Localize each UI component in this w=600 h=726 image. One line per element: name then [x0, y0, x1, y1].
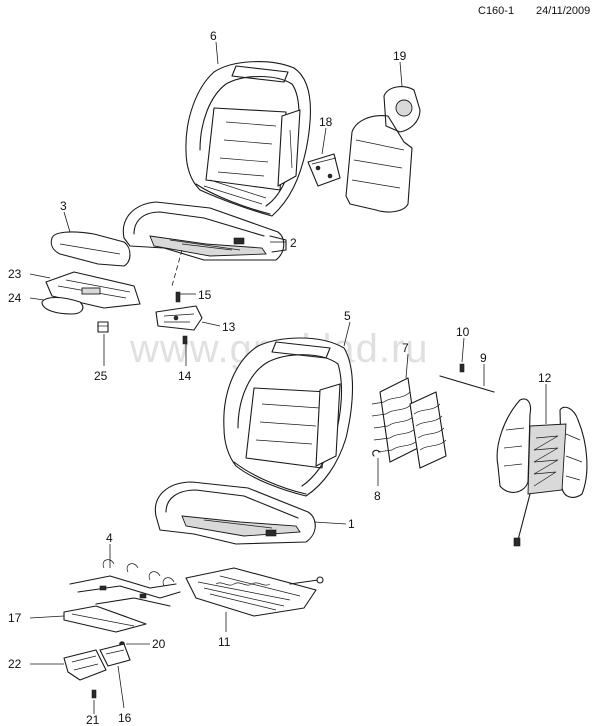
part-14-screw — [182, 335, 188, 345]
callout-20: 20 — [152, 637, 166, 651]
callout-11: 11 — [218, 635, 231, 649]
callout-23: 23 — [8, 267, 22, 281]
diagram-code: C160-1 — [478, 5, 514, 17]
callout-18: 18 — [319, 115, 333, 129]
part-16-side-bracket — [99, 643, 131, 667]
callout-9: 9 — [480, 351, 487, 365]
assembly-dash-line — [171, 249, 183, 287]
part-6-seat-back-upper — [185, 61, 311, 217]
callout-14: 14 — [178, 369, 192, 383]
callout-24: 24 — [8, 291, 22, 305]
part-2-seat-cushion-frame — [122, 201, 287, 261]
part-8-wire-clip — [372, 449, 381, 457]
callout-22: 22 — [8, 657, 22, 671]
part-25-clip — [97, 321, 109, 333]
diagram-date: 24/11/2009 — [536, 5, 590, 17]
callout-2: 2 — [290, 236, 297, 250]
part-13-recliner-mechanism — [155, 305, 203, 331]
callout-1: 1 — [348, 517, 355, 531]
part-3-cushion-pad — [50, 231, 131, 267]
callout-16: 16 — [118, 711, 132, 725]
callout-4: 4 — [106, 531, 113, 545]
part-9-rod — [439, 375, 495, 393]
callout-13: 13 — [222, 320, 236, 334]
callout-19: 19 — [393, 49, 407, 63]
callout-17: 17 — [8, 611, 22, 625]
part-19-back-panel — [345, 86, 421, 213]
callout-labels: 6 19 18 3 2 23 24 15 13 25 14 5 7 10 9 1… — [8, 29, 552, 726]
callout-21: 21 — [86, 713, 100, 726]
part-21-screw — [91, 689, 97, 699]
callout-7: 7 — [402, 341, 409, 355]
callout-25: 25 — [94, 369, 108, 383]
part-11-cushion-mat — [185, 567, 324, 617]
callout-5: 5 — [344, 309, 351, 323]
part-4-wiring-harness — [69, 559, 181, 607]
part-10-fastener — [459, 363, 465, 373]
callout-3: 3 — [60, 199, 67, 213]
callout-10: 10 — [456, 325, 470, 339]
part-18-bracket — [307, 153, 341, 187]
callout-8: 8 — [374, 489, 381, 503]
part-5-seat-back-lower — [223, 337, 354, 497]
part-22-side-trim — [63, 649, 107, 681]
part-1-lower-cushion-frame — [154, 481, 316, 545]
callout-6: 6 — [210, 29, 217, 43]
part-12-heater-pad — [496, 398, 588, 547]
callout-15: 15 — [198, 288, 212, 302]
callout-12: 12 — [538, 371, 552, 385]
part-24-cushion-insert — [41, 296, 84, 315]
leader-lines — [29, 41, 547, 714]
part-7-lumbar-mat — [371, 377, 447, 469]
part-17-trim-panel — [63, 605, 147, 633]
part-15-screw — [175, 291, 181, 303]
